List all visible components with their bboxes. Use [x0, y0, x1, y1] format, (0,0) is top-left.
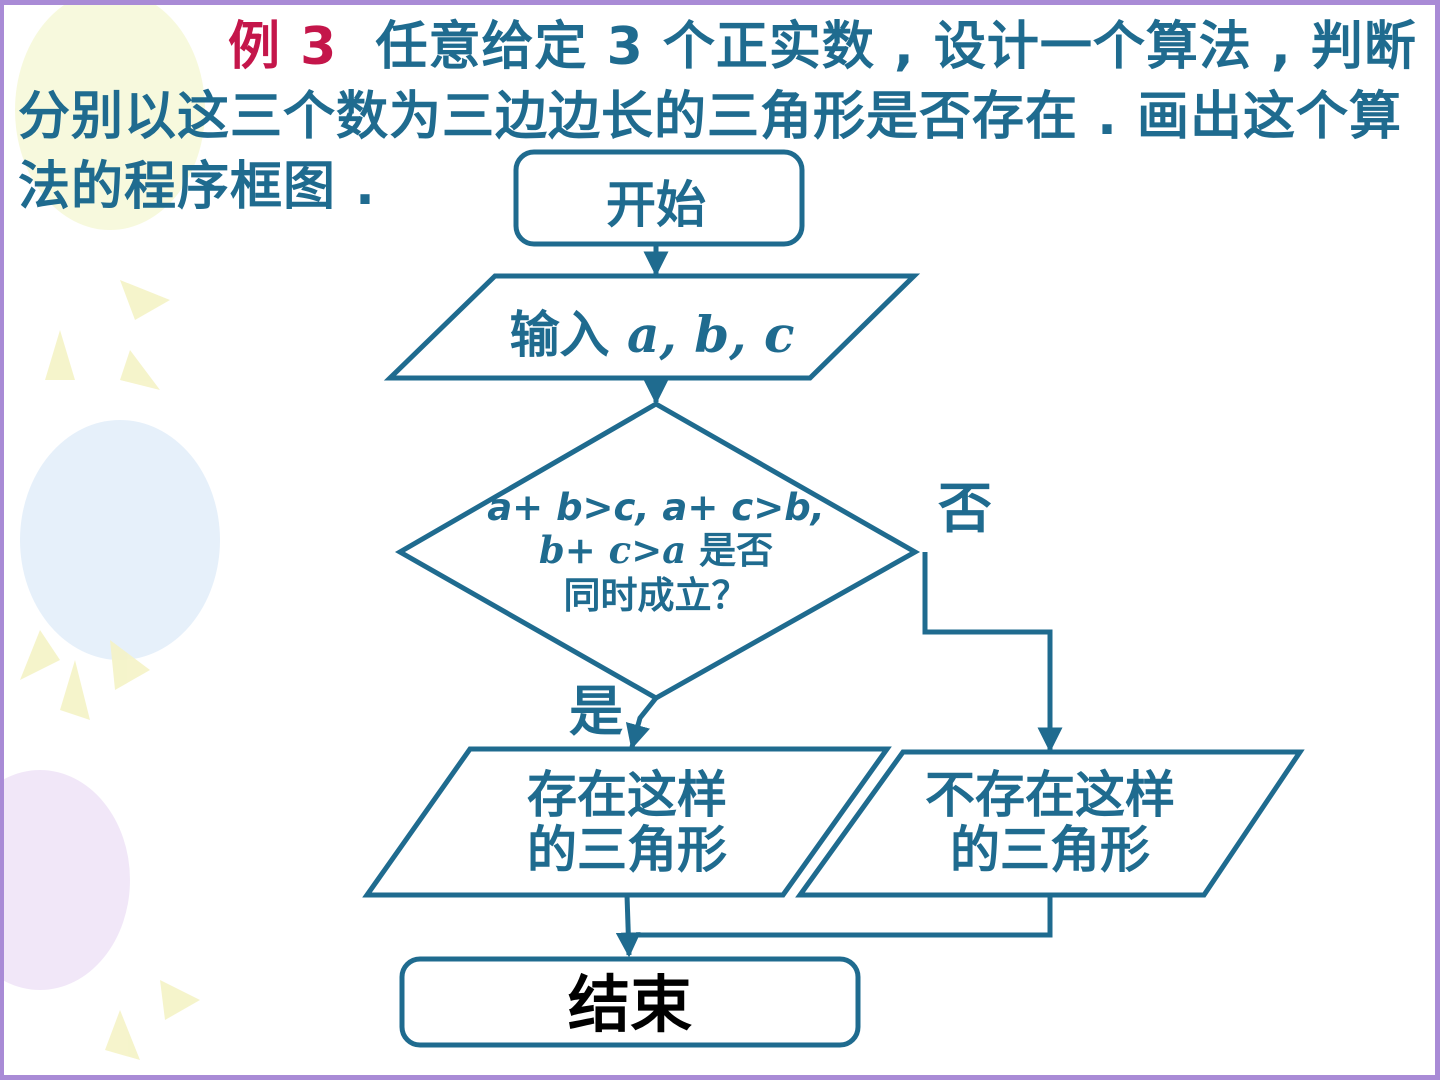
condition-line-3: 同时成立？: [564, 574, 749, 617]
condition-line-2: b+ c>a 是否: [539, 528, 773, 572]
not-exists-line-1: 不存在这样: [925, 766, 1175, 824]
input-parallelogram: [383, 273, 921, 381]
balloon-yellow-decoration: [15, 0, 205, 230]
problem-text: 任意给定 3 个正实数 , 设计一个算法 , 判断分别以这三个数为三边边长的三角…: [18, 17, 1417, 217]
condition-line-1: a+ b>c, a+ c>b,: [487, 486, 825, 529]
start-label: 开始: [606, 176, 706, 234]
condition-line-2-text: 是否: [686, 529, 773, 572]
input-variables: a, b, c: [627, 305, 794, 364]
start-terminal: [513, 149, 805, 247]
balloon-purple-decoration: [0, 770, 130, 990]
exists-output-parallelogram: [362, 746, 892, 898]
not-exists-line-2: 的三角形: [950, 821, 1150, 879]
exists-line-1: 存在这样: [527, 766, 727, 824]
problem-statement: 例 3 任意给定 3 个正实数 , 设计一个算法 , 判断分别以这三个数为三边边…: [18, 12, 1418, 222]
sun-rays-decoration: [20, 280, 200, 1060]
yes-branch-label: 是: [569, 680, 623, 743]
line-not-exists-to-merge: [631, 895, 1053, 938]
arrow-exists-to-end: [615, 894, 641, 958]
no-branch-label: 否: [938, 477, 992, 540]
end-terminal: [399, 956, 861, 1048]
input-label: 输入 a, b, c: [510, 305, 795, 364]
end-label: 结束: [568, 968, 692, 1041]
example-number: 例 3: [228, 17, 338, 77]
arrow-yes-branch: [625, 696, 658, 750]
balloon-blue-decoration: [20, 420, 220, 660]
condition-line-2-math: b+ c>a: [539, 528, 686, 572]
not-exists-output-parallelogram: [795, 749, 1305, 898]
input-prefix: 输入: [510, 306, 627, 364]
arrow-no-branch: [922, 552, 1063, 753]
exists-line-2: 的三角形: [527, 821, 727, 879]
